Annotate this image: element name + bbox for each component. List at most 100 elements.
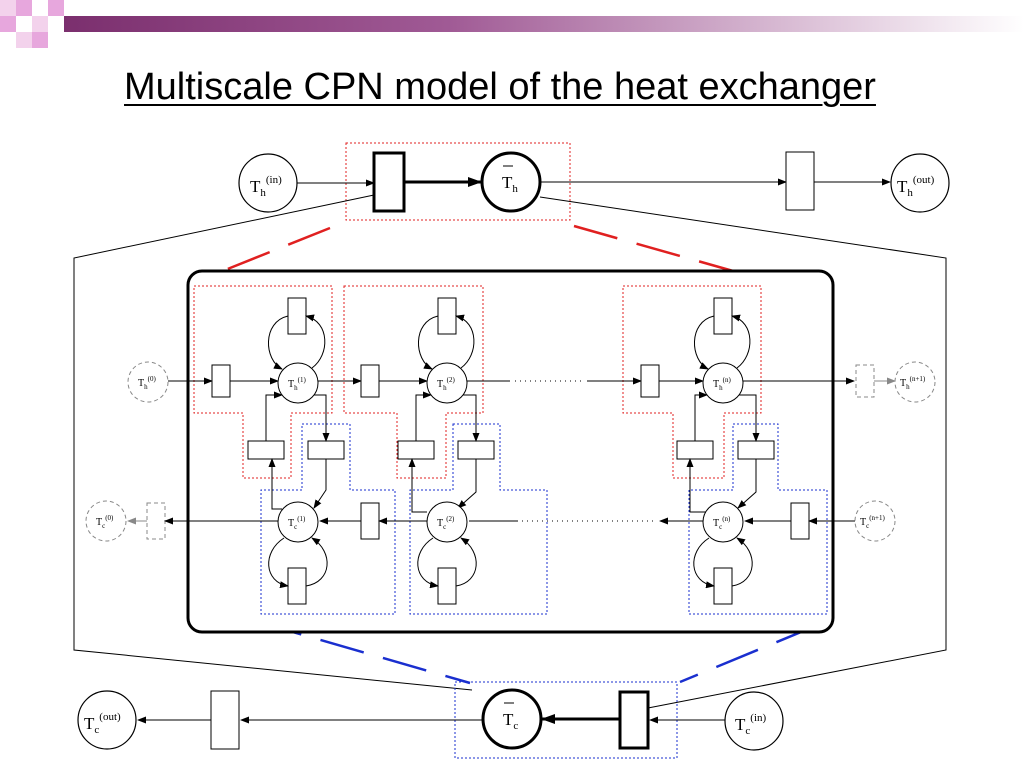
arc [739,394,760,442]
svg-text:Th(out): Th(out) [897,174,935,199]
hot-cell-n-region [622,285,762,479]
transition-hot-loop-1 [287,297,307,335]
zoom-frame-right [539,196,947,709]
macro-hot-region [345,142,571,221]
banner-square [48,0,64,16]
place-th-1: Th(1) [277,362,319,404]
zoom-dash-blue-right [679,623,819,684]
transition-hot-loop-n [713,297,733,335]
transition-exchange-1a [247,440,285,460]
arc [457,459,477,509]
arc [265,391,283,441]
banner-square [0,16,16,32]
transition-cold-heat [618,690,650,750]
arc-loop [731,537,753,587]
place-th-avg: Th [480,151,542,213]
place-th-n1: Th(n+1) [894,361,936,403]
arc-loop [268,537,289,589]
place-th-2: Th(2) [426,362,468,404]
arc [463,394,480,442]
svg-text:Th(n+1): Th(n+1) [900,375,926,391]
arc-loop [418,315,439,370]
transition-hot-in-1 [211,364,231,398]
transition-cold-in-n [790,502,810,540]
svg-text:Tc(in): Tc(in) [735,712,767,737]
arc [737,459,757,509]
place-tc-2: Tc(2) [426,501,468,543]
place-th-0: Th(0) [127,361,169,403]
svg-text:Tc(2): Tc(2) [437,515,455,531]
transition-cold-out-ghost [146,502,166,540]
place-th-out: Th(out) [890,153,950,213]
zoom-frame-left [73,194,473,691]
arc [268,458,282,510]
place-tc-n: Tc(n) [702,501,744,543]
banner-square [32,32,48,48]
transition-hot-out-ghost [855,364,875,398]
banner-square [16,0,32,16]
page-title: Multiscale CPN model of the heat exchang… [124,66,876,108]
transition-exchange-1b [307,440,345,460]
place-tc-n1: Tc(n+1) [854,500,896,542]
place-th-n: Th(n) [702,362,744,404]
cold-cell-n-region [688,423,828,615]
arc-loop [693,537,715,589]
transition-hot-out [785,151,815,211]
svg-text:Tc(out): Tc(out) [84,711,121,736]
arc [408,458,427,513]
hot-cell-2-region [343,285,484,479]
arc-loop [455,537,477,587]
header-banner [0,0,1024,48]
cold-cell-2-region [409,423,548,615]
arc-loop [455,314,475,369]
transition-cold-2-1 [360,502,380,540]
svg-text:Th(in): Th(in) [250,174,282,199]
arc-loop [694,315,715,370]
arc [694,391,708,441]
transition-cold-out [210,690,240,750]
arc [314,394,330,442]
place-tc-avg: Tc [481,688,543,750]
arc [415,391,432,441]
place-tc-out: Tc(out) [77,690,137,750]
hot-cell-1-region [193,285,333,479]
arc-loop [305,314,326,369]
svg-text:Th(1): Th(1) [288,376,306,392]
cold-cell-1-region [260,423,396,615]
place-tc-1: Tc(1) [277,501,319,543]
place-tc-in: Tc(in) [724,691,784,751]
transition-exchange-2b [457,440,495,460]
transition-cold-loop-2 [437,567,457,605]
place-th-in: Th(in) [238,153,298,213]
svg-text:Tc(1): Tc(1) [288,515,306,531]
transition-exchange-nb [737,440,775,460]
svg-text:Tc(0): Tc(0) [96,514,114,530]
transition-exchange-2a [397,440,435,460]
svg-text:Th: Th [502,173,518,195]
place-tc-0: Tc(0) [85,500,127,542]
arc [313,459,327,509]
transition-hot-loop-2 [437,297,457,335]
transition-exchange-na [676,440,714,460]
transition-cold-loop-1 [287,567,307,605]
svg-text:Tc: Tc [503,710,518,732]
arc-loop [417,537,439,589]
transition-hot-n [640,364,660,398]
transition-hot-heat [372,151,406,213]
svg-text:Th(0): Th(0) [138,375,156,391]
banner-square [32,16,48,32]
svg-text:Tc(n+1): Tc(n+1) [860,514,885,530]
arc-loop [305,537,328,587]
banner-square [16,32,32,48]
svg-text:Th(n): Th(n) [713,376,731,392]
detailed-model-frame [186,269,835,634]
transition-cold-loop-n [713,567,733,605]
zoom-dash-red-left [204,226,331,280]
svg-text:Tc(n): Tc(n) [713,515,731,531]
arc-loop [268,315,289,370]
arc [686,458,706,513]
banner-square [0,0,16,16]
transition-hot-1-2 [360,364,380,398]
svg-text:Th(2): Th(2) [437,376,455,392]
